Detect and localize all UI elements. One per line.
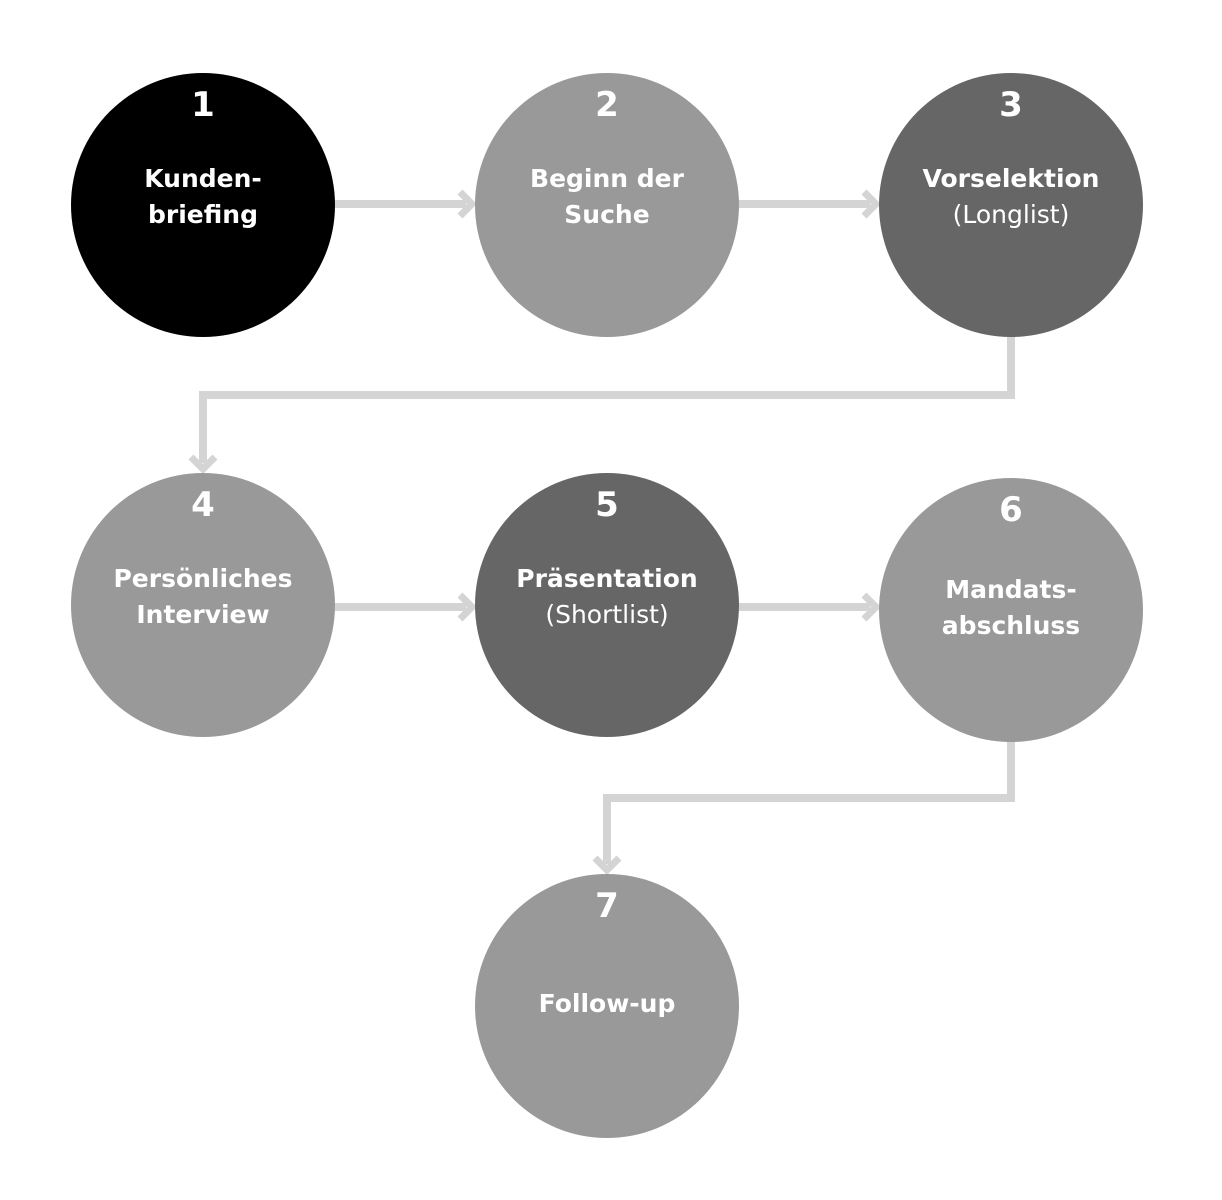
step-label-line: Kunden- [144, 164, 262, 193]
step-label-line: Interview [136, 600, 270, 629]
arrowhead-1-to-2 [457, 189, 477, 219]
step-label: Kunden- briefing [71, 161, 335, 233]
arrowhead-4-to-5 [457, 592, 477, 622]
arrowhead-2-to-3 [861, 189, 881, 219]
step-number: 2 [595, 85, 619, 125]
step-label: Vorselektion (Longlist) [879, 161, 1143, 233]
step-number: 6 [999, 490, 1023, 530]
step-sublabel: (Shortlist) [545, 600, 669, 629]
step-4-persoenliches-interview: 4 Persönliches Interview [71, 473, 335, 737]
step-6-mandatsabschluss: 6 Mandats- abschluss [879, 478, 1143, 742]
arrowhead-5-to-6 [861, 592, 881, 622]
step-label: Mandats- abschluss [879, 572, 1143, 644]
step-number: 3 [999, 85, 1023, 125]
step-sublabel: (Longlist) [952, 200, 1070, 229]
step-label: Follow-up [475, 986, 739, 1022]
arrow-3-to-4 [199, 337, 1015, 463]
step-label-line: abschluss [941, 611, 1081, 640]
step-7-follow-up: 7 Follow-up [475, 874, 739, 1138]
step-label-line: Suche [564, 200, 650, 229]
step-label-line: briefing [148, 200, 258, 229]
step-5-praesentation: 5 Präsentation (Shortlist) [475, 473, 739, 737]
step-label-line: Präsentation [516, 564, 698, 593]
step-label: Präsentation (Shortlist) [475, 561, 739, 633]
step-2-beginn-der-suche: 2 Beginn der Suche [475, 73, 739, 337]
step-label-line: Mandats- [945, 575, 1077, 604]
arrow-6-to-7 [603, 742, 1015, 864]
step-number: 4 [191, 485, 215, 525]
step-1-kundenbriefing: 1 Kunden- briefing [71, 73, 335, 337]
arrowhead-6-to-7 [592, 855, 622, 875]
step-label: Persönliches Interview [71, 561, 335, 633]
step-3-vorselektion: 3 Vorselektion (Longlist) [879, 73, 1143, 337]
step-number: 1 [191, 85, 215, 125]
step-label-line: Vorselektion [922, 164, 1100, 193]
step-label-line: Persönliches [113, 564, 293, 593]
step-number: 7 [595, 886, 619, 926]
step-number: 5 [595, 485, 619, 525]
arrowhead-3-to-4 [188, 454, 218, 474]
step-label-line: Follow-up [538, 989, 676, 1018]
step-label-line: Beginn der [530, 164, 684, 193]
step-label: Beginn der Suche [475, 161, 739, 233]
